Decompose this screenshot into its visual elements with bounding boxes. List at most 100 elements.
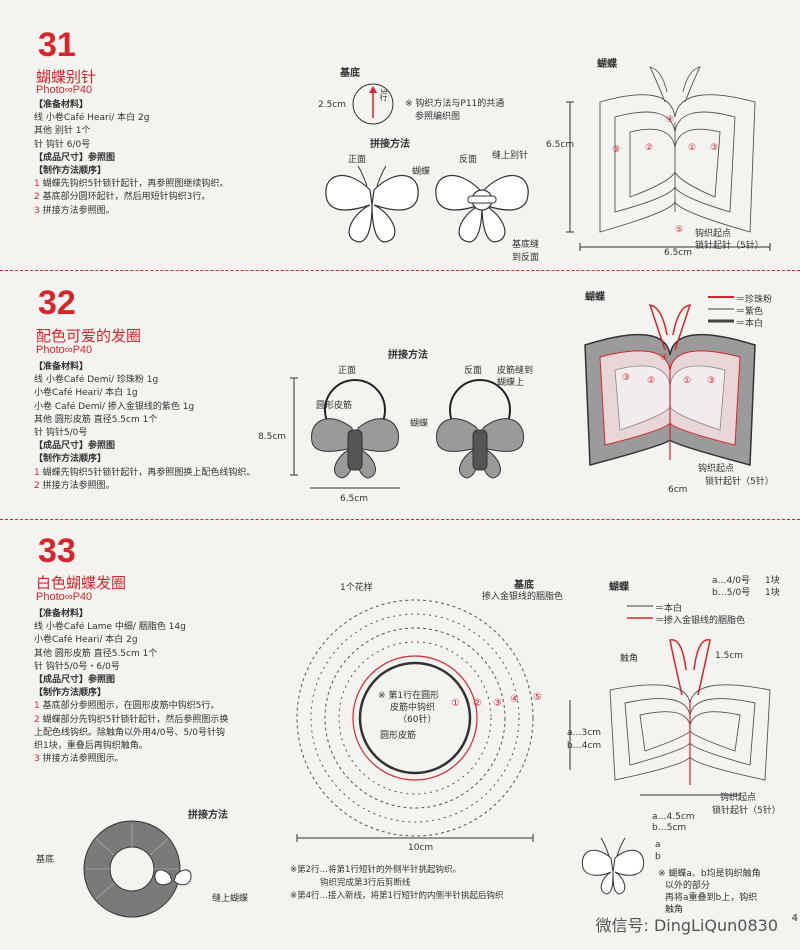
info-line: 【制作方法顺序】 [34,166,107,177]
info-line: 【准备材料】 [34,609,89,619]
back-label: 反面 [464,366,483,376]
svg-text:③: ③ [493,698,502,709]
joining-illustration-32 [290,377,524,489]
info-line: 其他 别针 1个 [34,126,91,137]
one-pattern-label: 1个花样 [340,583,373,593]
svg-text:④: ④ [510,694,519,705]
info-line: 针 钩针5/0号 [34,428,88,439]
antenna-label: 触角 [620,654,639,664]
joining-illustration-31 [325,165,529,243]
svg-text:②: ② [473,698,482,709]
hook-b: b…5/0号 [712,588,751,598]
crochet-chart-33 [569,639,771,796]
pattern-number: 32 [38,284,76,322]
start-label: 钩织起点 [695,229,732,239]
info-line: 1 基底部分参照图示，在圆形皮筋中钩织5行。 [34,701,220,712]
info-line: 1 蝴蝶先钩织5针锁针起针，再参照图继续钩织。 [34,179,229,190]
note-ab: ※ 蝴蝶a、b均是钩织触角 [658,869,761,879]
info-line: 其他 圆形皮筋 直径5.5cm 1个 [34,648,158,659]
dim-width: 6cm [668,485,688,495]
info-line: 【制作方法顺序】 [34,454,107,465]
butterfly-label: 蝴蝶 [412,167,431,177]
base-note: ※ 钩织方法与P11的共通 [405,99,505,109]
round-marker: ① [688,143,696,153]
base-rows: 3行 [379,88,388,102]
info-line: 3 拼接方法参照图示。 [34,754,124,765]
back-label: 反面 [459,155,478,165]
dim-width: 6.5cm [664,248,693,258]
pattern-number: 31 [38,26,76,64]
legend-item: ＝紫色 [736,307,764,317]
round-marker: ⑤ [675,225,683,235]
svg-text:①: ① [683,376,691,386]
photo-ref: Photo∞P40 [36,84,93,96]
info-line: 小卷Café Heari/ 本白 1g [34,388,138,399]
elastic-label: 圆形皮筋 [380,731,417,741]
center-note: ※ 第1行在圆形 [378,691,440,701]
butterfly-label: 蝴蝶 [410,419,429,429]
start-label: 锁针起针（5针） [705,477,774,487]
note-ab: 以外的部分 [665,881,711,891]
info-line: 【成品尺寸】参照图 [34,441,116,452]
note-ab: 再将a重叠到b上，钩织 [665,893,758,903]
info-line: 针 钩针 6/0号 [34,139,91,150]
chart-title: 蝴蝶 [585,292,605,303]
pattern-title: 白色蝴蝶发圈 [36,574,127,592]
dim-b-height: b…4cm [567,741,602,751]
base-sew-label: 基底缝 [512,240,540,250]
label-b: b [655,852,661,862]
svg-text:④: ④ [660,353,668,363]
info-line: 2 拼接方法参照图。 [34,480,115,491]
chart-title: 蝴蝶 [597,59,617,70]
start-label: 锁针起针（5针） [695,241,764,251]
pieces: 1块 [765,588,780,598]
dim-width: 6.5cm [340,494,369,504]
start-label: 钩织起点 [698,464,735,474]
svg-text:③: ③ [622,373,630,383]
front-label: 正面 [338,366,357,376]
legend-item: ＝本白 [736,319,764,329]
color-legend [627,605,653,619]
front-label: 正面 [348,155,367,165]
section-divider [0,270,800,271]
info-line: 线 小卷Café Lame 中细/ 胭脂色 14g [34,622,186,633]
base-ring-diagram [352,83,394,125]
svg-text:⑤: ⑤ [533,692,542,703]
pieces: 1块 [765,576,780,586]
base-sew-label: 到反面 [512,253,540,263]
info-line: 线 小卷Café Demi/ 珍珠粉 1g [34,375,159,386]
info-line: 2 蝴蝶部分先钩织5针锁针起针，然后参照图示换 [34,714,229,725]
info-line: 小卷 Café Demi/ 掺入金银线的紫色 1g [34,401,195,412]
diameter-label: 10cm [408,843,434,853]
photo-ref: Photo∞P40 [36,344,93,356]
wechat-watermark: 微信号: DingLiQun0830 [595,916,779,935]
joining-illustration-33 [83,820,192,918]
label-a: a [655,840,661,850]
info-line: 小卷Café Heari/ 本白 2g [34,635,138,646]
pattern-number: 33 [38,532,76,570]
pattern-title: 配色可爱的发圈 [36,327,142,345]
photo-ref: Photo∞P40 [36,591,93,603]
sew-pin-label: 缝上别针 [492,151,529,161]
dim-height: 8.5cm [258,432,287,442]
note-row2: ※第2行…将第1行短针的外侧半针挑起钩织。 [290,865,461,875]
info-line: 线 小卷Café Heari/ 本白 2g [34,113,150,124]
note-row4: ※第4行…接入新线，将第1行短针的内侧半针挑起后钩织 [290,891,504,901]
base-note: 参照编织图 [415,112,461,122]
materials-list: 【准备材料】 线 小卷Café Lame 中细/ 胭脂色 14g 小卷Café … [34,608,284,766]
base-title: 基底 [514,580,534,591]
svg-text:①: ① [451,698,460,709]
pattern-title: 蝴蝶别针 [36,68,97,86]
base-sub: 掺入金银线的胭脂色 [482,592,564,602]
note-row3: 钩织完成第3行后剪断线 [320,878,411,888]
base-label: 基底 [36,855,55,865]
info-line: 2 基底部分圆环起针，然后用短针钩织3行。 [34,192,211,203]
info-line: 3 拼接方法参照图。 [34,205,115,216]
info-line: 针 钩针5/0号・6/0号 [34,661,120,672]
svg-text:③: ③ [707,376,715,386]
legend-item: ＝本白 [655,604,683,614]
materials-list: 【准备材料】 线 小卷Café Demi/ 珍珠粉 1g 小卷Café Hear… [34,361,284,493]
svg-text:②: ② [647,376,655,386]
info-line: 【准备材料】 [34,100,89,110]
dim-height: 6.5cm [546,140,575,150]
